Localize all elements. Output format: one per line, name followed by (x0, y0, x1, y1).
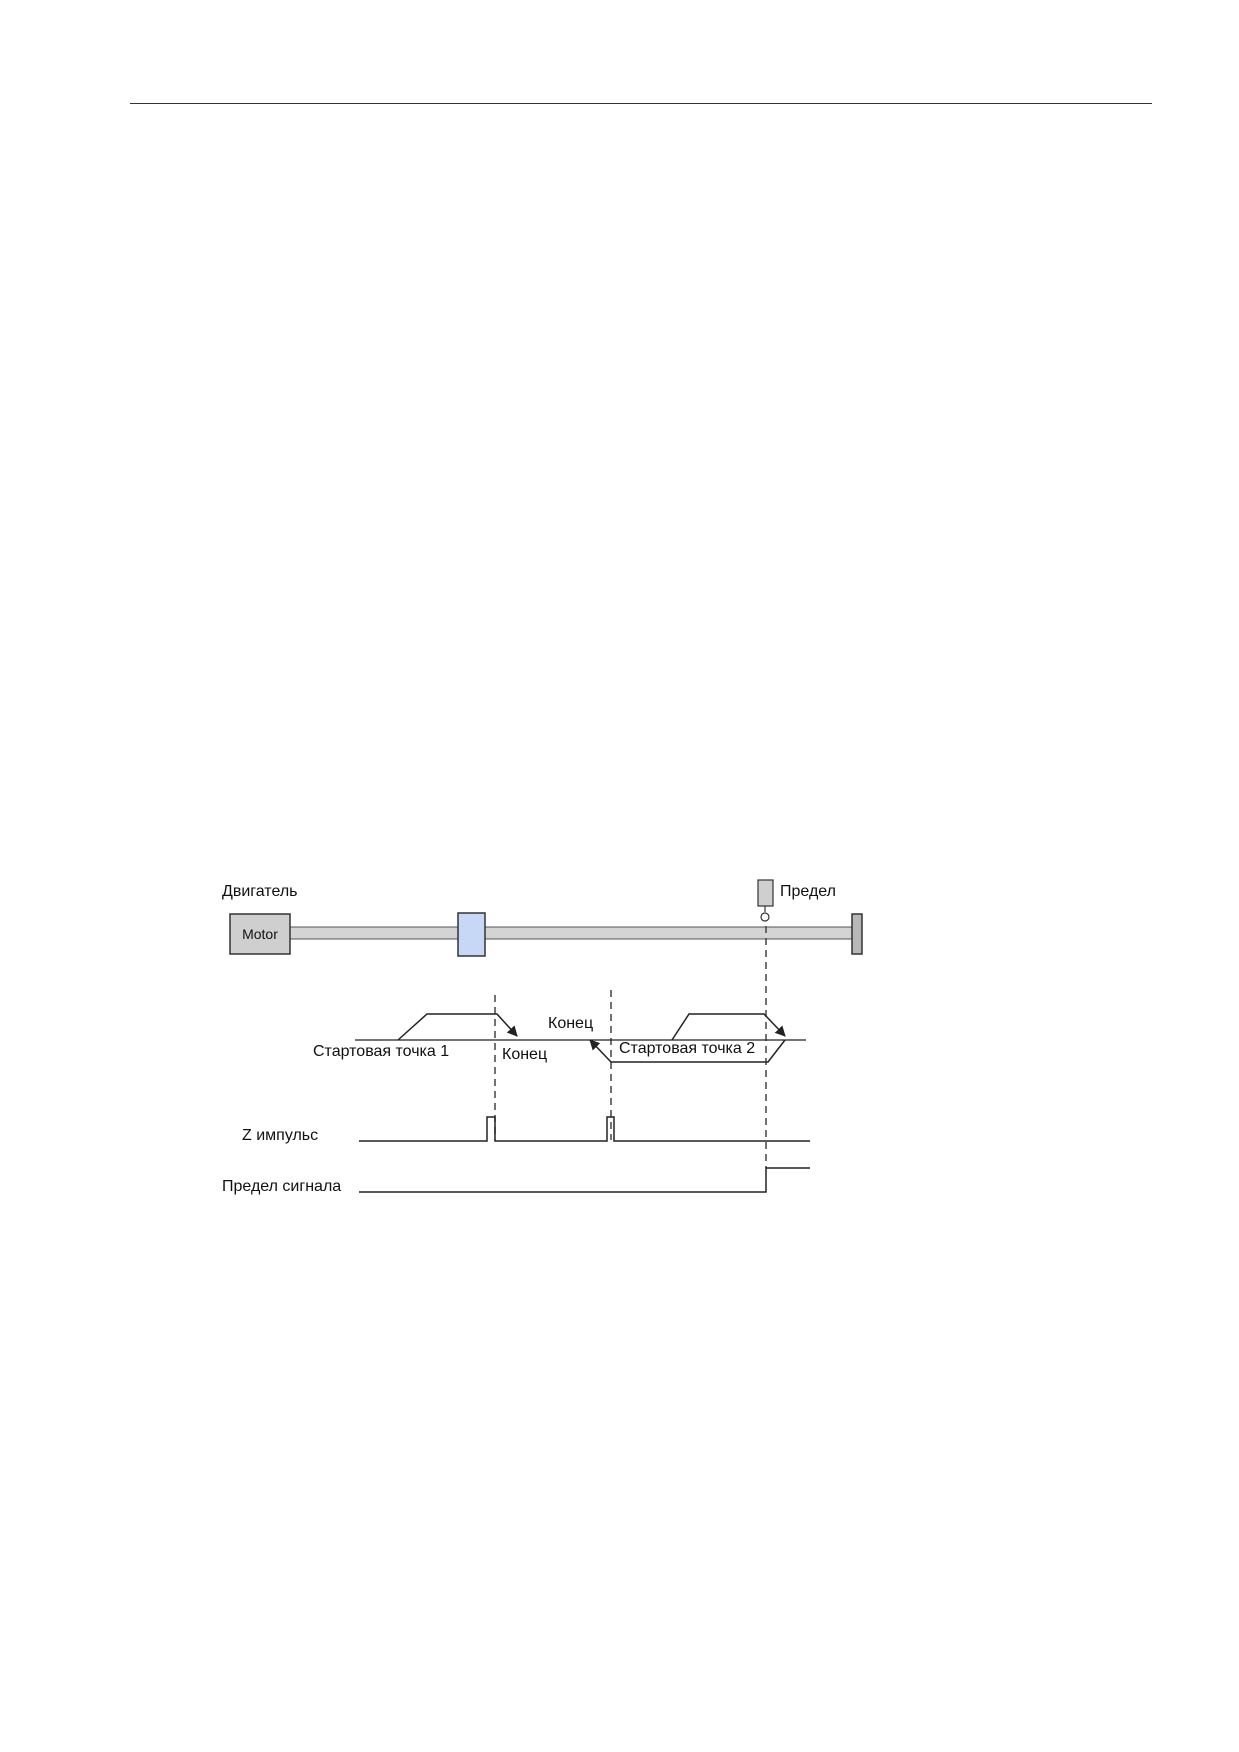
z-pulse-signal (359, 1116, 810, 1142)
end-stop (851, 913, 863, 955)
end-2-label: Конец (548, 1015, 593, 1032)
path-start-1 (397, 1013, 518, 1041)
z-pulse-label: Z импульс (242, 1127, 318, 1144)
slider-block (457, 912, 486, 957)
path-start-2-return (589, 1039, 786, 1063)
limit-signal-trace (359, 1167, 810, 1193)
header-rule (130, 103, 1152, 104)
limit-signal-label: Предел сигнала (222, 1178, 341, 1195)
motor-caption: Двигатель (222, 883, 298, 900)
limit-switch-roller (760, 912, 770, 922)
end-1-label: Конец (502, 1046, 547, 1063)
path-start-2-forward (671, 1013, 786, 1041)
limit-caption: Предел (780, 883, 836, 900)
motor-box (229, 913, 291, 955)
start-point-1-label: Стартовая точка 1 (313, 1043, 449, 1060)
limit-switch (757, 879, 774, 907)
rail (289, 926, 853, 940)
start-point-2-label: Стартовая точка 2 (619, 1040, 755, 1057)
motor-box-label: Motor (242, 926, 278, 942)
